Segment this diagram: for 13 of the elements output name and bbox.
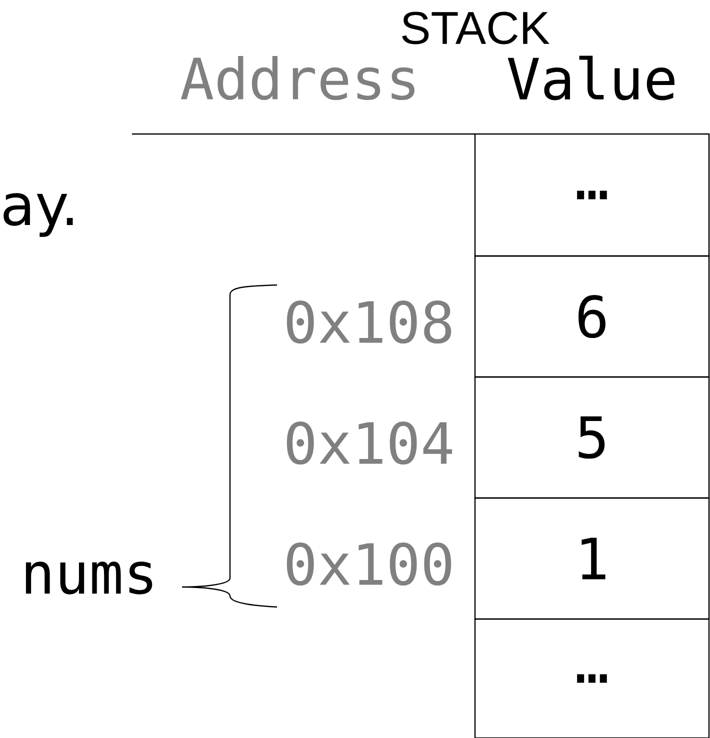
address-label: 0x108 — [286, 300, 452, 344]
address-label: 0x104 — [286, 421, 452, 465]
column-header: Address — [180, 56, 414, 100]
stack-cell: 6 — [474, 255, 710, 378]
stack-cell: … — [474, 133, 710, 257]
stack-cell: 5 — [474, 376, 710, 499]
column-header: Value — [508, 56, 674, 100]
stack-cell: 1 — [474, 497, 710, 620]
stack-cell: … — [474, 618, 710, 738]
heading: STACK — [402, 12, 550, 44]
variable-name: nums — [26, 562, 152, 594]
text-fragment: ay. — [4, 193, 73, 237]
address-label: 0x100 — [286, 542, 452, 586]
